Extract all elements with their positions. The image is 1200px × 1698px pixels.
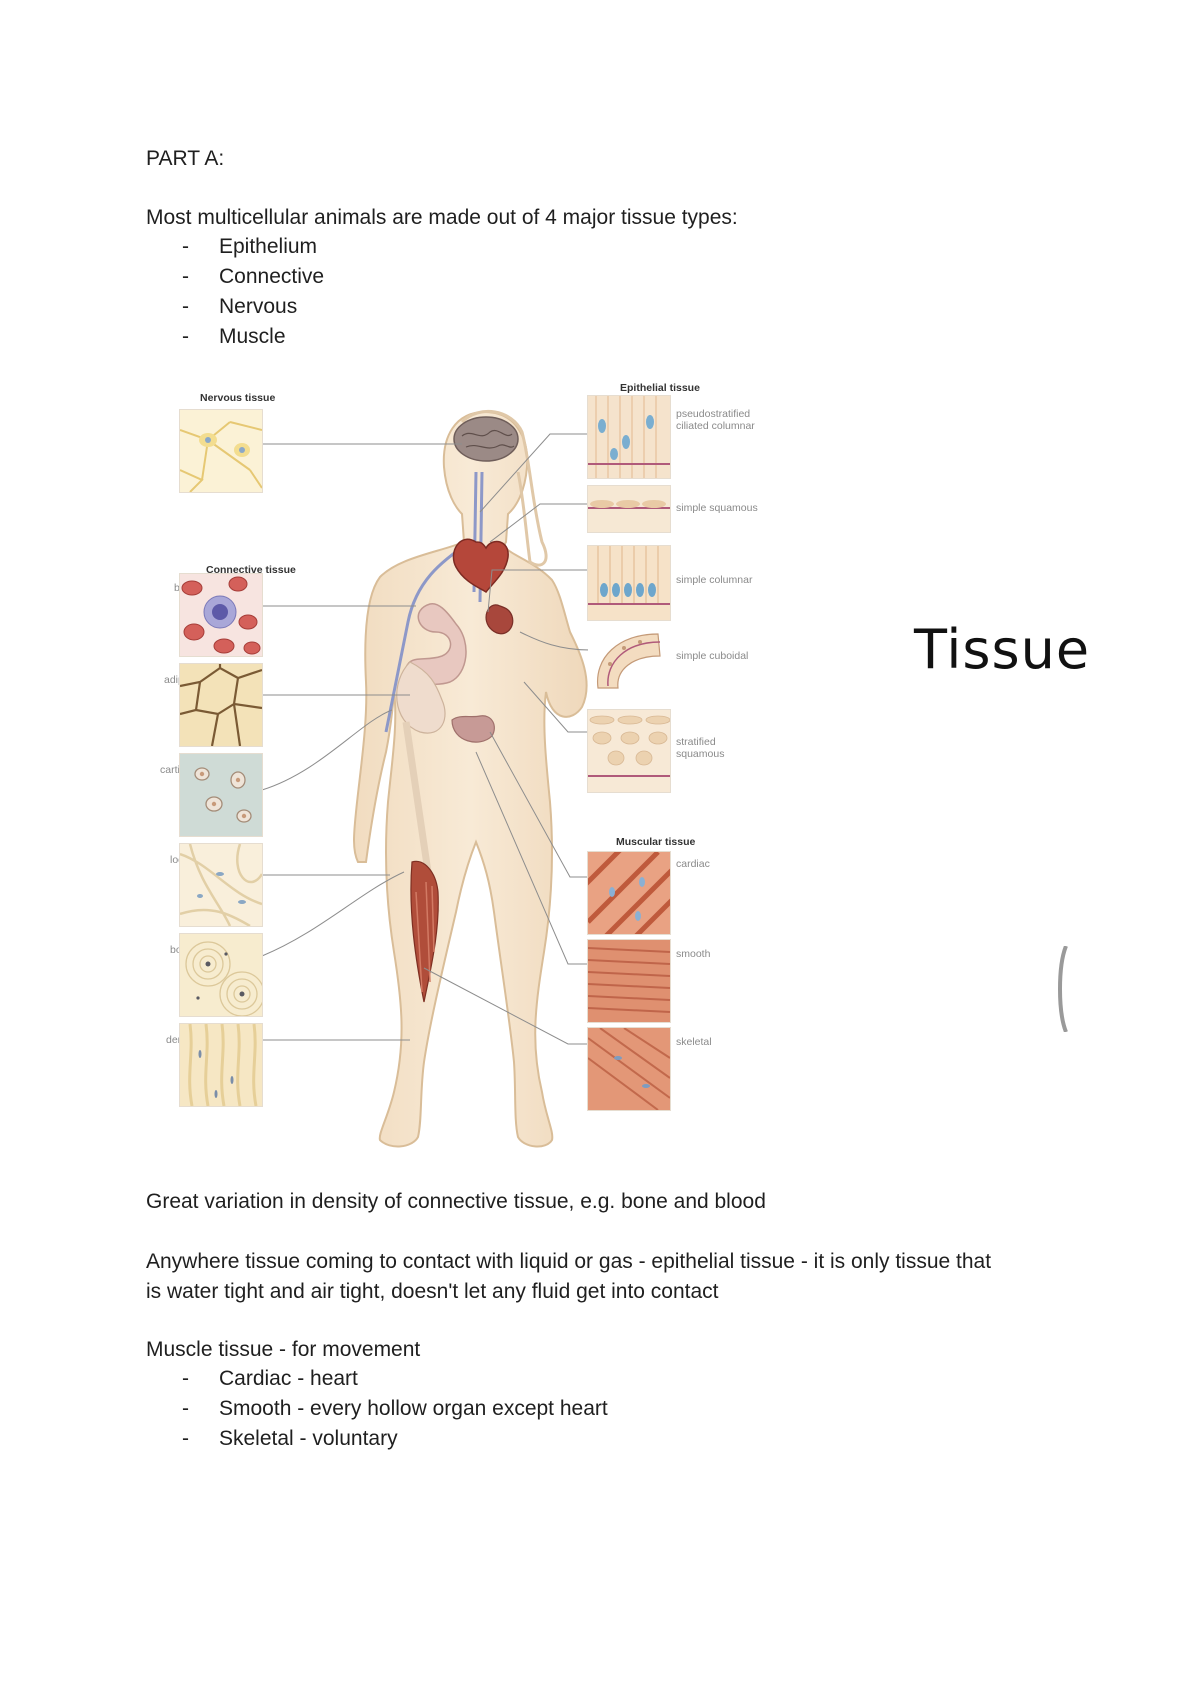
list-item: Cardiac - heart <box>219 1367 358 1390</box>
simple-squamous-tile <box>588 486 670 532</box>
skeletal-tile <box>588 1028 670 1110</box>
epithelial-label-pseudostratified: pseudostratified ciliated columnar <box>676 408 755 432</box>
bullet-dash: - <box>182 1397 189 1420</box>
bullet-dash: - <box>182 235 189 258</box>
blood-tile <box>180 574 262 656</box>
bullet-dash: - <box>182 265 189 288</box>
bladder-illustration <box>451 715 495 743</box>
epithelial-label-stratified-squamous: stratified squamous <box>676 736 725 760</box>
kidney-illustration <box>485 604 514 635</box>
paragraph-epithelial-line2: is water tight and air tight, doesn't le… <box>146 1280 719 1303</box>
leader-lines <box>261 433 591 1045</box>
list-item: Skeletal - voluntary <box>219 1427 398 1450</box>
muscle-label-smooth: smooth <box>676 948 711 960</box>
cropped-shape-edge <box>1058 946 1068 1032</box>
bullet-dash: - <box>182 295 189 318</box>
brain-illustration <box>453 416 519 462</box>
muscle-label-cardiac: cardiac <box>676 858 710 870</box>
dense-tile <box>180 1024 262 1106</box>
bullet-dash: - <box>182 1367 189 1390</box>
smooth-tile <box>588 940 670 1022</box>
heart-illustration <box>452 538 509 594</box>
pelvis-illustration <box>396 661 446 734</box>
connective-tissue-title: Connective tissue <box>206 564 296 576</box>
tissue-side-title: Tissue <box>914 618 1091 681</box>
muscle-label-skeletal: skeletal <box>676 1036 712 1048</box>
cartilage-tile <box>180 754 262 836</box>
body-silhouette <box>353 410 588 1148</box>
tissue-figure: Nervous tissue Connective tissue blood a… <box>160 382 820 1154</box>
list-item: Muscle <box>219 325 286 348</box>
list-item: Nervous <box>219 295 298 318</box>
epithelial-label-simple-columnar: simple columnar <box>676 574 753 586</box>
adipose-tile <box>180 664 262 746</box>
list-item: Epithelium <box>219 235 318 258</box>
bullet-dash: - <box>182 1427 189 1450</box>
muscle-heading: Muscle tissue - for movement <box>146 1338 421 1361</box>
part-heading: PART A: <box>146 147 225 170</box>
stratified-squamous-tile <box>588 710 670 792</box>
list-item: Connective <box>219 265 325 288</box>
loose-tile <box>180 844 262 926</box>
hair <box>460 409 548 567</box>
simple-columnar-tile <box>588 546 670 620</box>
bone-tile <box>180 934 262 1016</box>
paragraph-density: Great variation in density of connective… <box>146 1190 766 1213</box>
epithelial-label-simple-cuboidal: simple cuboidal <box>676 650 749 662</box>
muscular-tissue-title: Muscular tissue <box>616 836 696 848</box>
pseudostratified-tile <box>588 396 670 478</box>
list-item: Smooth - every hollow organ except heart <box>219 1397 608 1420</box>
cardiac-tile <box>588 852 670 934</box>
body-illustration <box>261 409 591 1148</box>
nervous-tissue-title: Nervous tissue <box>200 392 276 404</box>
epithelial-label-simple-squamous: simple squamous <box>676 502 758 514</box>
intro-text: Most multicellular animals are made out … <box>146 206 738 229</box>
bullet-dash: - <box>182 325 189 348</box>
simple-cuboidal-tile <box>588 628 670 702</box>
epithelial-tissue-title: Epithelial tissue <box>620 382 700 394</box>
paragraph-epithelial-line1: Anywhere tissue coming to contact with l… <box>146 1250 992 1273</box>
leg-muscle <box>410 860 439 1003</box>
nervous-tissue-tile <box>180 410 262 492</box>
